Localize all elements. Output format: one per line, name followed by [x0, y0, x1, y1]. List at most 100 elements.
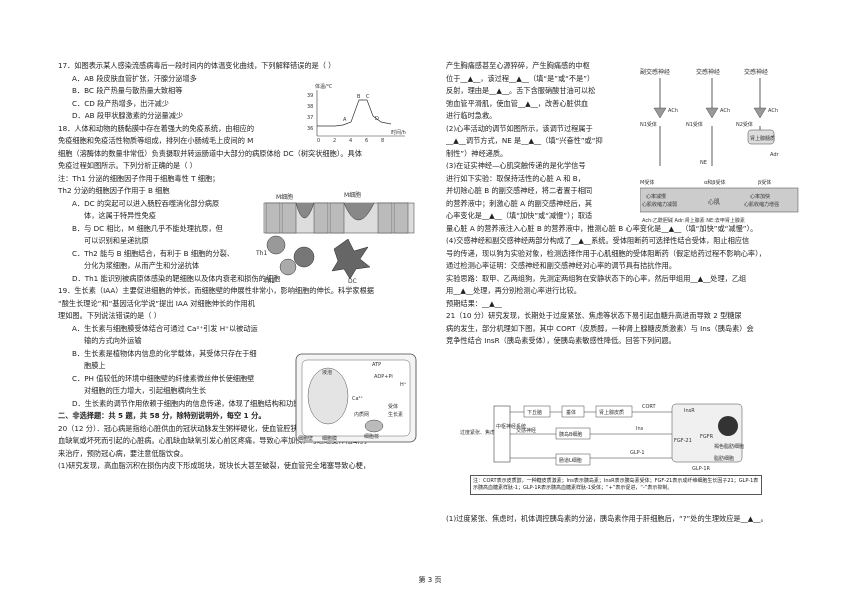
q20-fast-label: 心率加快: [750, 193, 770, 200]
q19-option-b1: B．生长素是植物体内信息的化学载体，其受体只存在于细: [72, 348, 257, 358]
answer-blank[interactable]: __▲__: [571, 236, 592, 245]
q20-ach-3: ACh: [768, 108, 778, 114]
q18-option-d: D．Th1 能识别被病原体感染的靶细胞以及体内衰老和损伤的细胞: [72, 273, 281, 283]
q20-n1b-label: N1受体: [686, 121, 703, 128]
q19-stem-2: “酸生长理论”和“基因活化学说”提出 IAA 对细胞伸长的作用机: [58, 298, 255, 308]
q21-line-3: 竞争性结合 InsR（胰岛素受体），使胰岛素敏感性降低。回答下列问题。: [446, 336, 676, 345]
q17-option-b: B．BC 段产热量与散热量大致相等: [72, 86, 183, 95]
q17-option-c: C．CD 段产热增多，出汗减少: [72, 98, 169, 108]
q20-symp-label-2: 交感神经: [744, 68, 768, 76]
q17-point-c: C: [366, 94, 370, 100]
q18-stem-2: 免疫细胞和免疫活性物质等组成，排列在小肠绒毛上皮间的 M: [58, 136, 254, 145]
q21-pituitary-label: 垂体: [566, 409, 576, 416]
q18-stem-1: 18．人体和动物的肠黏膜中存在着强大的免疫系统，由相应的: [58, 123, 255, 133]
q20-right-14: 量心脏 A 的营养液注入心脏 B 的营养液中，推测心脏 B 心率变化是__▲__…: [446, 223, 806, 236]
q18-option-c2: 分化为浆细胞，从而产生和分泌抗体: [84, 261, 200, 270]
q20-right-12: 的营养液中；刺激心脏 A 的副交感神经后，其: [446, 198, 593, 208]
q19-h-label: H⁺: [400, 382, 407, 388]
q17-ytick: 36: [307, 126, 313, 132]
q20-right-20: 预期结果：__▲__: [446, 298, 806, 311]
q19-receptor-label: 受体: [388, 403, 398, 410]
answer-blank[interactable]: __▲__: [521, 136, 542, 145]
q17-option-a: A．AB 段皮肤血管扩张，汗腺分泌增多: [72, 73, 197, 83]
q17-temperature-chart: 体温/℃ 39 38 37 36 A B C D 0 2 4 6 8 时间/h: [305, 82, 417, 144]
answer-blank[interactable]: __▲__: [446, 136, 466, 145]
q21-symp-label: 交感神经: [516, 427, 536, 434]
q19-adp-label: ADP+Pi: [374, 374, 393, 380]
q21-line-2: 病的发生，部分机理如下图，其中 CORT（皮质醇，一种肾上腺糖皮质激素）与 In…: [446, 323, 754, 333]
q19-stem-3: 理如图。下列说法错误的是（ ）: [58, 311, 161, 320]
q21-insr-label: InsR: [684, 408, 695, 414]
answer-blank[interactable]: __▲__: [489, 86, 510, 95]
q20-right-3: 反射，理由是__▲__。舌下含服硝酸甘油可以松: [446, 85, 636, 98]
q18-option-a2: 体，这属于特异性免疫: [84, 211, 156, 220]
q17-xtick: 6: [365, 138, 368, 144]
q18-immune-figure: M细胞 M细胞 Th1 Th2 DC: [244, 185, 426, 285]
q21-adipose-label: 脂肪细胞: [714, 455, 734, 462]
q20-n2-label: N2受体: [736, 121, 753, 128]
q19-vacuole-label: 液泡: [322, 369, 332, 376]
q20-heart-label: 心肌: [708, 199, 720, 206]
q20-right-18: 实验思路：取甲、乙两组狗，先测定两组狗在安静状态下的心率，然后甲组用__▲__处…: [446, 273, 806, 286]
left-column: 17．如图表示某人感染流感病毒后一段时间内的体温变化曲线，下列解释错误的是（ ）…: [58, 60, 430, 473]
q20-aar-label: α和β受体: [704, 179, 726, 186]
q18-stem-3: 细胞（溶酶体的数量非常低）负责摄取并转运肠道中大部分的病原体给 DC（树突状细胞…: [58, 148, 362, 158]
answer-blank[interactable]: __▲__: [481, 211, 502, 220]
q20-para-label: 副交感神经: [640, 68, 670, 76]
q18-option-b1: B．与 DC 相比，M 细胞几乎不能处理抗原，但: [72, 223, 223, 233]
q20-line-2: 血缺氧或坏死而引起的心脏病。心肌缺血缺氧引发心前区疼痛，导致心率加快，可通过受体…: [58, 436, 368, 445]
q20-ne-label: NE: [700, 160, 707, 166]
q18-note-2: Th2 分泌的细胞因子作用于 B 细胞: [58, 186, 170, 195]
q20-right-19: 用__▲__处理，再分别检测心率进行比较。: [446, 285, 806, 298]
q18-m-cell-label: M细胞: [276, 193, 293, 201]
q20-right-17: 通过检测心率证明：交感神经和副交感神经对心率的调节具有拮抗作用。: [446, 261, 677, 270]
q17-xtick: 2: [333, 138, 336, 144]
answer-blank[interactable]: __▲__: [740, 514, 761, 523]
q17-point-b: B: [357, 94, 361, 100]
q21-hypo-label: 下丘脑: [527, 409, 542, 416]
q18-option-b2: 可以识别和呈递抗原: [84, 236, 149, 245]
q21-fgf-label: FGF-21: [674, 438, 692, 444]
q17-ytick: 37: [307, 115, 313, 121]
q21-fgfr-label: FGFR: [700, 434, 714, 440]
q18-m-cell-label: M细胞: [344, 191, 361, 199]
q18-stem-4: 免疫过程如图所示。下列分析正确的是（ ）: [58, 161, 197, 170]
q19-er-label: 内质网: [354, 411, 369, 418]
q21-annotation-box: 注：CORT表示皮质醇，一种糖皮质激素；Ins表示胰岛素；InsR表示胰岛素受体…: [470, 475, 762, 495]
answer-blank[interactable]: __▲__: [661, 223, 682, 233]
q21-mechanism-figure: 过度紧张、焦虑等 中枢神经系统 下丘脑 垂体 肾上腺皮质 交感神经 胰岛B细胞 …: [460, 398, 760, 474]
q20-slow-label: 心率减慢: [646, 193, 666, 200]
answer-blank[interactable]: __▲__: [481, 298, 502, 308]
q20-line-3: 来治疗，预防冠心病，要注意低脂饮食。: [58, 448, 188, 458]
q20-fast2-label: 心肌收缩力增强: [744, 201, 779, 208]
q20-ach: ACh: [668, 108, 678, 114]
answer-blank[interactable]: __▲__: [460, 73, 481, 83]
q20-n1-label: N1受体: [640, 121, 657, 128]
q20-right-10: 进行如下实验：取保持活性的心脏 A 和 B，: [446, 173, 585, 183]
q20-m-label: M受体: [640, 179, 654, 186]
q20-right-7: __▲__调节方式，NE 是__▲__（填“兴奋性”或“抑: [446, 135, 636, 148]
q19-iaa-label: 生长素: [388, 411, 403, 418]
answer-blank[interactable]: __▲__: [453, 286, 474, 295]
q19-option-c2: 对细胞的压力增大，引起细胞横向生长: [84, 386, 207, 395]
q20-right-13: 心率变化是__▲__（填“加快”或“减慢”）；取适: [446, 210, 636, 223]
q20-right-15: (4)交感神经和副交感神经两部分构成了__▲__系统。受体阻断药可选择性结合受体…: [446, 235, 806, 248]
q19-membrane-label: 细胞膜: [322, 435, 337, 442]
q20-ach-2: ACh: [720, 108, 730, 114]
q19-wall-label: 细胞壁: [298, 435, 313, 442]
q20-line-4: (1)研究发现，高血脂沉积在损伤内皮下形成斑块，斑块长大甚至破裂，使血管完全堵塞…: [58, 461, 371, 470]
answer-blank[interactable]: __▲__: [509, 73, 529, 83]
q20-slow2-label: 心肌收缩力减弱: [642, 201, 677, 208]
q21-question-1: (1)过度紧张、焦虑时，机体调控胰岛素的分泌，胰岛素作用于肝细胞后，“?”处的生…: [446, 513, 806, 526]
q20-line-1: 20（12 分）．冠心病是指给心脏供血的冠状动脉发生粥样硬化，使血管腔狭窄或闭塞…: [58, 423, 370, 433]
q21-brown-label: 褐色脂肪细胞: [714, 443, 744, 450]
q20-right-5: 进行临时急救。: [446, 111, 497, 120]
answer-blank[interactable]: __▲__: [690, 273, 711, 283]
q20-right-1: 产生胸痛感甚至心源猝碎，产生胸痛感的中枢: [446, 61, 590, 70]
q19-ca-label: Ca²⁺: [352, 396, 364, 402]
q17-option-d: D．AB 段甲状腺激素的分泌量减少: [72, 111, 184, 120]
q20-right-6: (2)心率活动的调节如图所示，该调节过程属于: [446, 123, 593, 133]
answer-blank[interactable]: __▲__: [517, 98, 538, 108]
q21-gut-label: 肠道L细胞: [559, 457, 582, 464]
